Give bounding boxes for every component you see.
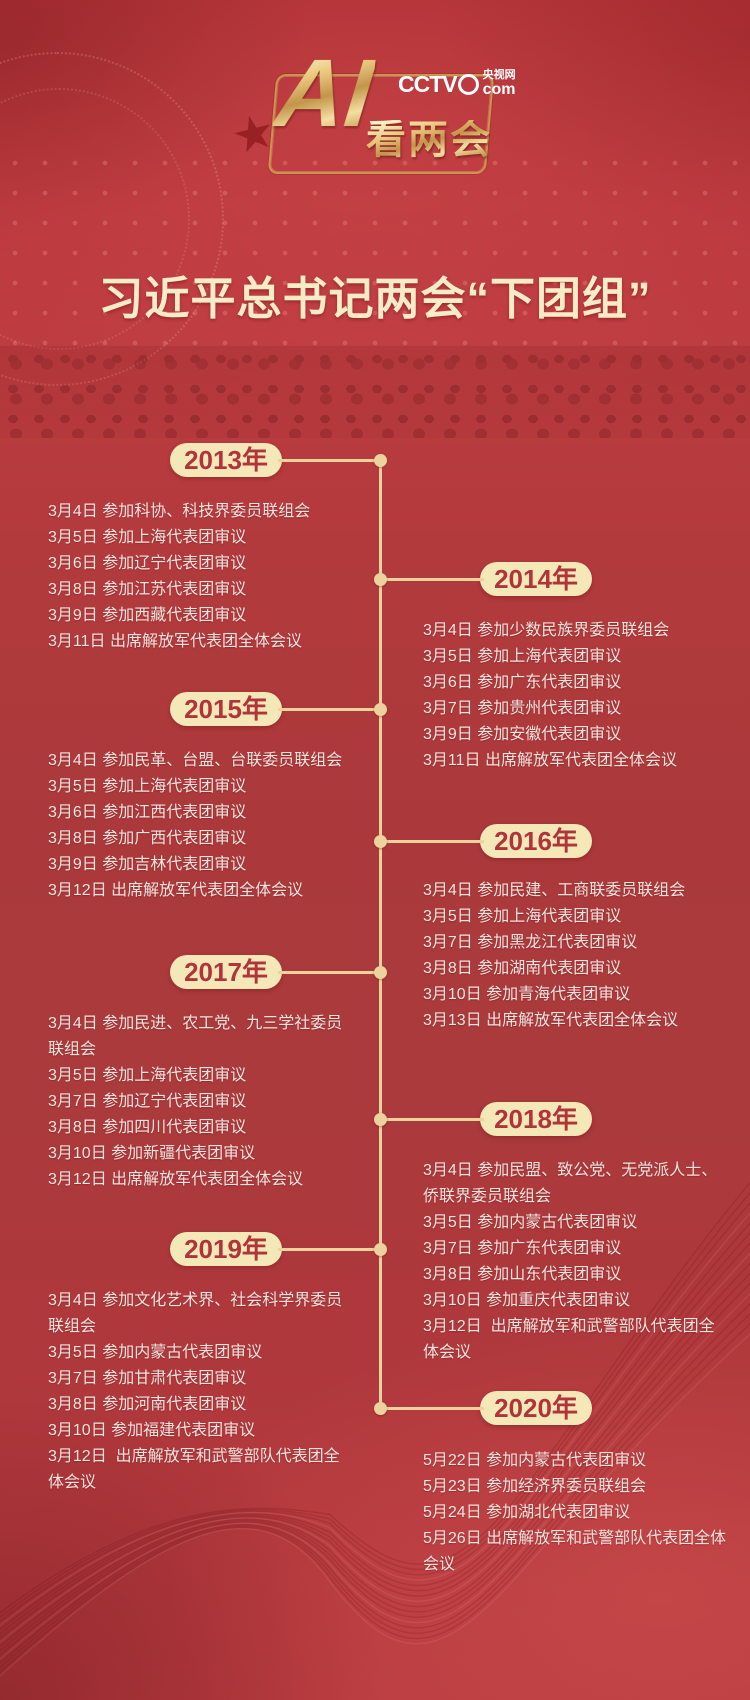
event-item: 3月11日 出席解放军代表团全体会议 [423,752,677,769]
event-item: 3月8日 参加山东代表团审议 [423,1266,622,1283]
event-item: 3月7日 参加甘肃代表团审议 [48,1370,247,1387]
event-item: 3月6日 参加江西代表团审议 [48,804,247,821]
event-item: 3月12日 出席解放军代表团全体会议 [48,882,304,899]
event-item: 3月10日 参加青海代表团审议 [423,986,631,1003]
event-item: 3月4日 参加科协、科技界委员联组会 [48,503,311,520]
pill-connector [380,578,484,581]
event-list-2017: 3月4日 参加民进、农工党、九三学社委员联组会 3月5日 参加上海代表团审议 3月7… [48,1011,354,1193]
event-item: 3月10日 参加重庆代表团审议 [423,1292,631,1309]
event-item: 5月23日 参加经济界委员联组会 [423,1478,647,1495]
cctv-site-label: 央视网 [482,69,516,81]
timeline-dot [374,454,387,467]
event-item: 3月4日 参加民建、工商联委员联组会 [423,882,686,899]
event-item: 3月4日 参加民革、台盟、台联委员联组会 [48,752,343,769]
ai-kan-lianghui-logo: AI 看两会 CCTV 央视网 com [258,40,518,180]
event-list-2016: 3月4日 参加民建、工商联委员联组会 3月5日 参加上海代表团审议 3月7日 参加黑… [423,878,729,1034]
cctv-ring-icon [457,73,479,95]
year-pill-2013: 2013年 [170,443,282,477]
pill-connector [380,1118,484,1121]
event-item: 3月11日 出席解放军代表团全体会议 [48,633,302,650]
year-pill-2014: 2014年 [480,562,592,596]
year-pill-2017: 2017年 [170,955,282,989]
event-item: 3月8日 参加湖南代表团审议 [423,960,622,977]
pill-connector [278,1248,380,1251]
event-item: 3月5日 参加内蒙古代表团审议 [48,1344,263,1361]
event-item: 3月5日 参加上海代表团审议 [48,529,247,546]
event-list-2013: 3月4日 参加科协、科技界委员联组会 3月5日 参加上海代表团审议 3月6日 参加辽… [48,499,354,655]
event-item: 3月6日 参加辽宁代表团审议 [48,555,247,572]
event-item: 3月12日 出席解放军代表团全体会议 [48,1171,304,1188]
timeline-dot [374,703,387,716]
event-item: 3月9日 参加安徽代表团审议 [423,726,622,743]
logo-slogan-text: 看两会 [366,118,492,162]
logo-ai-text: AI [270,40,378,147]
event-item: 3月10日 参加福建代表团审议 [48,1422,256,1439]
cctv-wordmark: CCTV [398,70,458,97]
dotted-arc-decoration [0,52,224,386]
event-item: 3月9日 参加西藏代表团审议 [48,607,247,624]
event-item: 5月26日 出席解放军和武警部队代表团全体会议 [423,1530,727,1573]
event-item: 3月8日 参加四川代表团审议 [48,1119,247,1136]
event-item: 3月4日 参加民盟、致公党、无党派人士、侨联界委员联组会 [423,1162,718,1205]
event-item: 3月8日 参加河南代表团审议 [48,1396,247,1413]
year-pill-2015: 2015年 [170,692,282,726]
timeline-dot [374,966,387,979]
event-list-2020: 5月22日 参加内蒙古代表团审议 5月23日 参加经济界委员联组会 5月24日 参加… [423,1448,729,1578]
year-pill-2018: 2018年 [480,1102,592,1136]
pill-connector [278,971,380,974]
event-item: 3月5日 参加上海代表团审议 [48,778,247,795]
event-item: 3月8日 参加广西代表团审议 [48,830,247,847]
event-item: 3月7日 参加贵州代表团审议 [423,700,622,717]
timeline-center-line [379,459,382,1408]
event-item: 3月5日 参加上海代表团审议 [48,1067,247,1084]
event-item: 5月24日 参加湖北代表团审议 [423,1504,631,1521]
event-item: 3月6日 参加广东代表团审议 [423,674,622,691]
timeline-dot [374,1113,387,1126]
year-pill-2020: 2020年 [480,1391,592,1425]
pill-connector [380,1407,484,1410]
cctv-logo: CCTV 央视网 com [398,69,516,98]
event-item: 3月4日 参加文化艺术界、社会科学界委员联组会 [48,1292,343,1335]
event-item: 3月13日 出席解放军代表团全体会议 [423,1012,679,1029]
event-item: 3月8日 参加江苏代表团审议 [48,581,247,598]
event-item: 3月4日 参加少数民族界委员联组会 [423,622,670,639]
dot-pattern-decoration [0,148,750,363]
audience-photo-band [0,346,750,438]
event-item: 3月5日 参加内蒙古代表团审议 [423,1214,638,1231]
event-item: 3月7日 参加辽宁代表团审议 [48,1093,247,1110]
event-list-2015: 3月4日 参加民革、台盟、台联委员联组会 3月5日 参加上海代表团审议 3月6日 参… [48,748,354,904]
event-item: 3月9日 参加吉林代表团审议 [48,856,247,873]
timeline-dot [374,573,387,586]
event-list-2019: 3月4日 参加文化艺术界、社会科学界委员联组会 3月5日 参加内蒙古代表团审议 3月… [48,1288,354,1496]
page-title: 习近平总书记两会“下团组” [98,273,652,324]
event-item: 3月7日 参加黑龙江代表团审议 [423,934,638,951]
event-item: 3月10日 参加新疆代表团审议 [48,1145,256,1162]
year-pill-2019: 2019年 [170,1232,282,1266]
timeline-dot [374,1402,387,1415]
year-pill-2016: 2016年 [480,824,592,858]
timeline-dot [374,1243,387,1256]
event-item: 5月22日 参加内蒙古代表团审议 [423,1452,647,1469]
pill-connector [380,840,484,843]
event-list-2014: 3月4日 参加少数民族界委员联组会 3月5日 参加上海代表团审议 3月6日 参加广东… [423,618,729,774]
event-item: 3月12日 出席解放军和武警部队代表团全体会议 [423,1318,715,1361]
event-item: 3月4日 参加民进、农工党、九三学社委员联组会 [48,1015,343,1058]
event-item: 3月7日 参加广东代表团审议 [423,1240,622,1257]
timeline-dot [374,835,387,848]
event-item: 3月5日 参加上海代表团审议 [423,648,622,665]
event-item: 3月5日 参加上海代表团审议 [423,908,622,925]
event-list-2018: 3月4日 参加民盟、致公党、无党派人士、侨联界委员联组会 3月5日 参加内蒙古代表… [423,1158,729,1366]
cctv-domain-label: com [482,80,516,98]
pill-connector [278,459,380,462]
event-item: 3月12日 出席解放军和武警部队代表团全体会议 [48,1448,340,1491]
pill-connector [278,708,380,711]
